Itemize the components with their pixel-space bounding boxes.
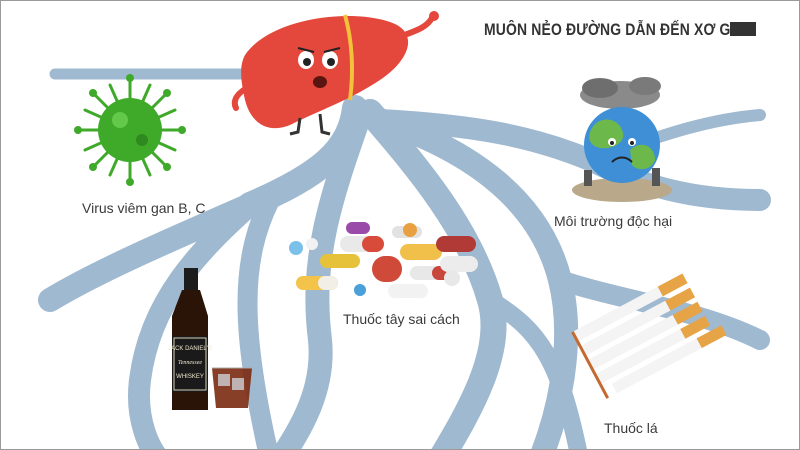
bottle-type-text: WHISKEY (176, 374, 204, 380)
bottle-sub-text: Tennessee (178, 360, 202, 366)
road-left-inner (128, 194, 261, 450)
bottle-brand-text: JACK DANIEL'S (168, 346, 212, 352)
label-environment: Môi trường độc hại (554, 213, 673, 229)
road-center-left (272, 103, 372, 450)
road-bottom-right (481, 291, 588, 450)
label-tobacco: Thuốc lá (604, 420, 658, 436)
road-left-mid (237, 190, 280, 450)
liver-icon (231, 11, 439, 136)
label-virus: Virus viêm gan B, C (82, 200, 206, 216)
virus-icon (74, 74, 186, 186)
whiskey-icon: JACK DANIEL'S Tennessee WHISKEY (168, 268, 252, 410)
page-title: MUÔN NẺO ĐƯỜNG DẪN ĐẾN XƠ GAN (484, 20, 752, 39)
title-accent-bar (730, 22, 756, 36)
label-medicine: Thuốc tây sai cách (343, 311, 460, 327)
pills-icon (289, 222, 478, 298)
title-block: MUÔN NẺO ĐƯỜNG DẪN ĐẾN XƠ GAN (484, 18, 800, 42)
polluted-earth-icon (572, 77, 672, 202)
cigarettes-icon (571, 273, 727, 399)
